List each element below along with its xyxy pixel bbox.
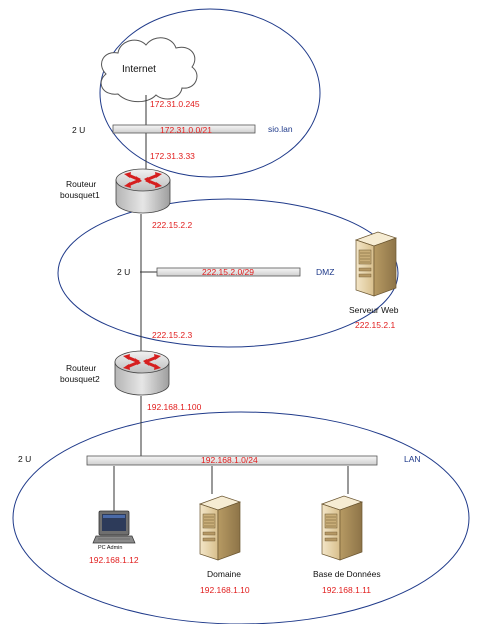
dmz-network-label: 222.15.2.0/29 bbox=[202, 267, 254, 277]
pc-admin-computer-icon bbox=[92, 510, 136, 544]
pc-admin-label: PC Admin bbox=[98, 545, 122, 551]
router-bousquet2-icon bbox=[113, 349, 171, 397]
sio-bus bbox=[112, 124, 256, 134]
cloud-icon bbox=[100, 37, 198, 103]
dmz-units-label: 2 U bbox=[117, 267, 130, 277]
router1-ip-bottom: 222.15.2.2 bbox=[152, 220, 192, 230]
lan-units-label: 2 U bbox=[18, 454, 31, 464]
serveur-web-server-icon bbox=[355, 231, 397, 297]
sio-zone-ellipse bbox=[99, 8, 321, 178]
router2-ip-top: 222.15.2.3 bbox=[152, 330, 192, 340]
domaine-server-icon bbox=[199, 495, 241, 561]
internet-label: Internet bbox=[122, 64, 156, 75]
serveur-web-label: Serveur Web bbox=[349, 305, 399, 315]
router-bousquet1-icon bbox=[114, 167, 172, 215]
domaine-label: Domaine bbox=[207, 569, 241, 579]
internet-gateway-ip: 172.31.0.245 bbox=[150, 99, 200, 109]
bdd-server-icon bbox=[321, 495, 363, 561]
network-links bbox=[113, 95, 349, 512]
sio-zone-label: sio.lan bbox=[268, 124, 293, 134]
lan-zone-ellipse bbox=[12, 411, 470, 624]
router1-label-line1: Routeur bbox=[66, 179, 96, 189]
router1-label-line2: bousquet1 bbox=[60, 190, 100, 200]
bdd-ip: 192.168.1.11 bbox=[322, 585, 371, 595]
bdd-label: Base de Données bbox=[313, 569, 381, 579]
lan-zone-label: LAN bbox=[404, 454, 421, 464]
sio-units-label: 2 U bbox=[72, 125, 85, 135]
dmz-bus bbox=[156, 267, 301, 277]
serveur-web-ip: 222.15.2.1 bbox=[355, 320, 395, 330]
lan-bus bbox=[86, 455, 378, 466]
sio-network-label: 172.31.0.0/21 bbox=[160, 125, 212, 135]
pc-admin-ip: 192.168.1.12 bbox=[89, 555, 139, 565]
lan-network-label: 192.168.1.0/24 bbox=[201, 455, 258, 465]
router2-ip-bottom: 192.168.1.100 bbox=[147, 402, 202, 412]
router2-label-line1: Routeur bbox=[66, 363, 96, 373]
router2-label-line2: bousquet2 bbox=[60, 374, 100, 384]
dmz-zone-ellipse bbox=[57, 198, 399, 348]
router1-ip-top: 172.31.3.33 bbox=[150, 151, 195, 161]
domaine-ip: 192.168.1.10 bbox=[200, 585, 250, 595]
dmz-zone-label: DMZ bbox=[316, 267, 334, 277]
